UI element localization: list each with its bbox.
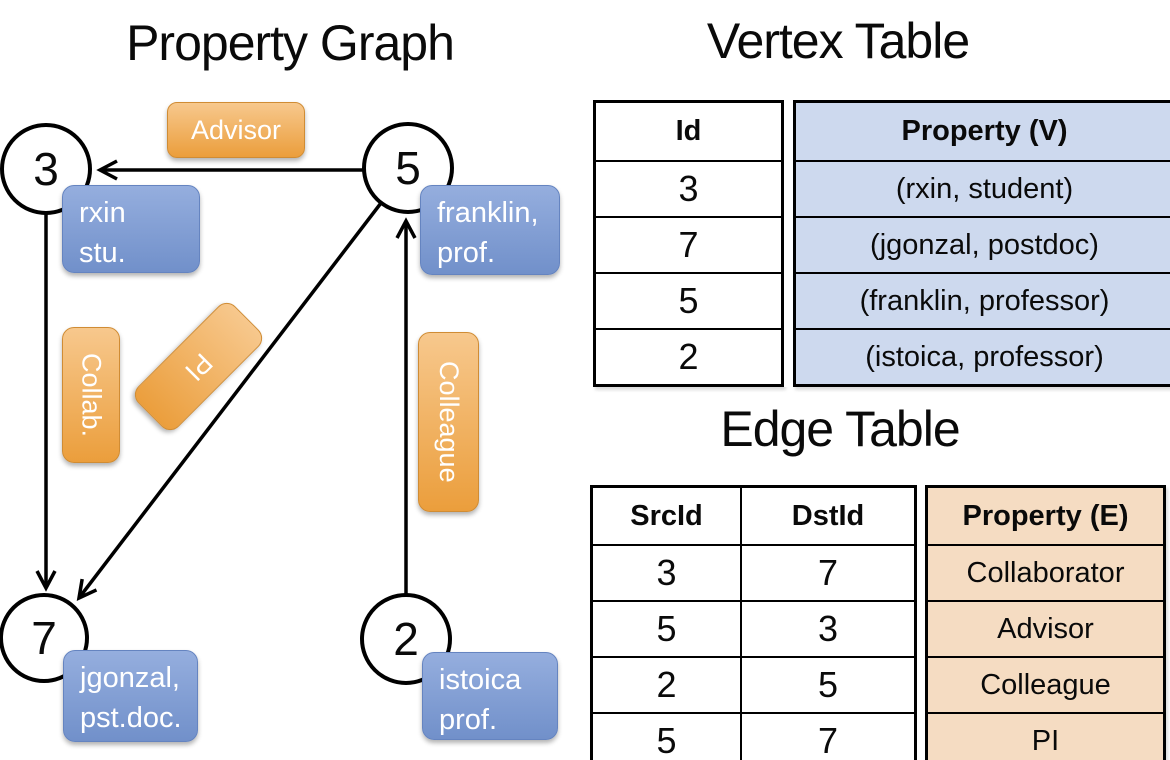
edge-table-cell-dstid: 3 [742,600,914,656]
vertex-prop-3-line2: stu. [79,237,126,270]
edge-table-column-gap [917,485,925,760]
edge-table-title: Edge Table [720,401,960,457]
vertex-table-cell-id: 7 [596,216,781,272]
edge-table-cell-property: Collaborator [928,544,1163,600]
edge-5-to-7-pi [76,201,383,601]
vertex-table-property-column: Property (V) (rxin, student) (jgonzal, p… [793,100,1170,387]
edge-table-cell-srcid: 2 [593,656,742,712]
vertex-prop-box-3: rxin stu. [62,185,200,273]
property-graph-title: Property Graph [126,15,455,71]
edge-table-cell-srcid: 5 [593,600,742,656]
edge-table-header-srcid: SrcId [593,488,742,544]
vertex-table-cell-id: 2 [596,328,781,384]
vertex-prop-box-7: jgonzal, pst.doc. [63,650,198,742]
edge-label-advisor: Advisor [167,102,305,158]
edge-table-cell-srcid: 5 [593,712,742,760]
edge-table-cell-dstid: 7 [742,544,914,600]
vertex-id-7: 7 [31,612,57,664]
vertex-table-cell-property: (jgonzal, postdoc) [796,216,1170,272]
vertex-table-cell-id: 3 [596,160,781,216]
vertex-table-column-gap [784,100,793,387]
vertex-table: Id 3 7 5 2 Property (V) (rxin, student) … [593,100,1170,387]
edge-table-header-property: Property (E) [962,499,1129,532]
vertex-prop-2-line1: istoica [439,664,522,696]
edge-table-cell-property: Advisor [928,600,1163,656]
vertex-table-header-id: Id [675,115,702,147]
edge-table-header-dstid: DstId [791,499,865,532]
edge-table-cell-srcid: 3 [593,544,742,600]
vertex-prop-box-5: franklin, prof. [420,185,560,275]
vertex-prop-5-line2: prof. [437,237,496,270]
edge-label-colleague: Colleague [418,332,479,512]
vertex-prop-5-line1: franklin, [437,197,539,229]
edge-label-collab: Collab. [62,327,120,463]
vertex-prop-3-line1: rxin [79,197,126,229]
vertex-prop-7-line2: pst.doc. [80,702,182,735]
vertex-prop-7-line1: jgonzal, [80,662,180,694]
edge-table-cell-dstid: 5 [742,656,914,712]
vertex-table-cell-property: (istoica, professor) [796,328,1170,384]
edge-table-property-column: Property (E) Collaborator Advisor Collea… [925,485,1166,760]
edge-table: SrcId DstId 3 7 5 3 2 5 5 7 Property (E)… [590,485,1166,760]
vertex-table-id-column: Id 3 7 5 2 [593,100,784,387]
vertex-table-cell-property: (franklin, professor) [796,272,1170,328]
vertex-table-cell-id: 5 [596,272,781,328]
edge-table-cell-dstid: 7 [742,712,914,760]
vertex-table-cell-property: (rxin, student) [796,160,1170,216]
edge-table-id-columns: SrcId DstId 3 7 5 3 2 5 5 7 [590,485,917,760]
edge-table-cell-property: Colleague [928,656,1163,712]
vertex-prop-box-2: istoica prof. [422,652,558,740]
vertex-prop-2-line2: prof. [439,704,498,737]
vertex-id-5: 5 [395,142,421,194]
vertex-table-header-property: Property (V) [901,115,1068,147]
vertex-table-title: Vertex Table [706,13,970,69]
vertex-id-3: 3 [33,143,59,195]
edge-table-cell-property: PI [928,712,1163,760]
vertex-id-2: 2 [393,613,419,665]
